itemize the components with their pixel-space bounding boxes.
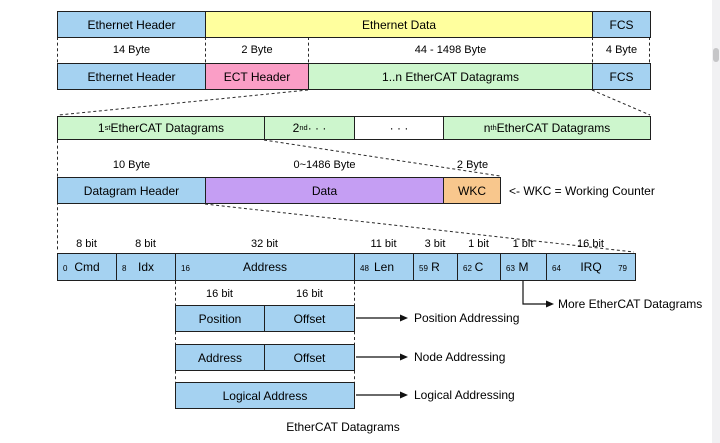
segment-text: EtherCAT Datagrams [110, 121, 225, 135]
segment-text: · · · [389, 121, 409, 135]
bit-offset: 64 [552, 264, 561, 273]
bit-field-label: Len [373, 260, 395, 274]
bit-field-len: 48 Len [354, 253, 414, 281]
segment-text: 1 [97, 121, 105, 135]
bit-offset-end: 79 [618, 264, 627, 273]
bit-offset: 0 [63, 264, 68, 273]
bit-field-label: C [474, 260, 484, 274]
byte-size-label: 44 - 1498 Byte [414, 44, 487, 56]
bit-field-address: 16 Address [175, 253, 355, 281]
bit-field-label: M [518, 260, 529, 274]
ethernet-data-cell: Ethernet Data [205, 11, 593, 38]
byte-size-label: 2 Byte [456, 159, 489, 171]
bit-width-label: 8 bit [135, 238, 156, 250]
bit-width-label: 8 bit [76, 238, 97, 250]
offset-cell: Offset [264, 305, 355, 332]
byte-size-label: 2 Byte [241, 44, 273, 56]
ethernet-header-cell: Ethernet Header [57, 63, 206, 90]
logical-address-cell: Logical Address [175, 382, 355, 409]
segment-text: 2 [292, 121, 300, 135]
bit-field-m: 63 M [500, 253, 547, 281]
byte-size-label: 0~1486 Byte [293, 159, 356, 171]
bit-width-label: 16 bit [577, 238, 604, 250]
ethercat-datagrams-cell: 1..n EtherCAT Datagrams [308, 63, 593, 90]
bit-width-label: 1 bit [512, 238, 534, 250]
byte-size-label: 4 Byte [605, 44, 638, 56]
wkc-note: <- WKC = Working Counter [509, 184, 655, 198]
bit-offset: 16 [181, 264, 190, 273]
sub-bit-width-label: 16 bit [296, 288, 323, 300]
fcs-cell: FCS [592, 11, 651, 38]
fcs-cell: FCS [592, 63, 651, 90]
diagram-caption: EtherCAT Datagrams [286, 420, 400, 434]
more-datagrams-label: More EtherCAT Datagrams [558, 297, 703, 311]
byte-size-label: 14 Byte [112, 44, 151, 56]
byte-size-label: 10 Byte [112, 159, 151, 171]
bit-offset: 59 [419, 264, 428, 273]
bit-offset: 62 [463, 264, 472, 273]
offset-cell: Offset [264, 344, 355, 371]
bit-field-label: Idx [137, 260, 154, 274]
position-cell: Position [175, 305, 265, 332]
segment-text: EtherCAT Datagrams [496, 121, 611, 135]
position-addressing-label: Position Addressing [414, 311, 520, 325]
bit-field-label: R [431, 260, 440, 274]
ethernet-header-cell: Ethernet Header [57, 11, 206, 38]
ect-header-cell: ECT Header [205, 63, 309, 90]
scrollbar-track[interactable] [712, 0, 720, 443]
bit-offset: 8 [122, 264, 127, 273]
bit-field-cmd: 0 Cmd [57, 253, 117, 281]
bit-width-label: 1 bit [468, 238, 489, 250]
bit-offset: 63 [506, 264, 515, 273]
bit-field-irq: 64 IRQ 79 [546, 253, 636, 281]
datagram-header-cell: Datagram Header [57, 177, 206, 204]
wkc-cell: WKC [443, 177, 501, 204]
bit-field-label: Cmd [74, 260, 100, 274]
bit-width-label: 3 bit [424, 238, 446, 250]
bit-offset: 48 [360, 264, 369, 273]
bit-field-c: 62 C [457, 253, 501, 281]
data-cell: Data [205, 177, 444, 204]
segment-text: n [483, 121, 491, 135]
bit-field-idx: 8 Idx [116, 253, 176, 281]
ellipsis-cell: · · · [354, 116, 444, 140]
bit-field-label: IRQ [580, 260, 602, 274]
bit-width-label: 32 bit [251, 238, 278, 250]
segment-text: · · · [307, 121, 327, 135]
logical-addressing-label: Logical Addressing [414, 388, 515, 402]
bit-field-label: Address [242, 260, 288, 274]
bit-field-r: 59 R [413, 253, 458, 281]
node-addressing-label: Node Addressing [414, 350, 506, 364]
address-cell: Address [175, 344, 265, 371]
bit-width-label: 11 bit [370, 238, 397, 250]
sub-bit-width-label: 16 bit [206, 288, 233, 300]
scrollbar-thumb[interactable] [713, 48, 719, 62]
